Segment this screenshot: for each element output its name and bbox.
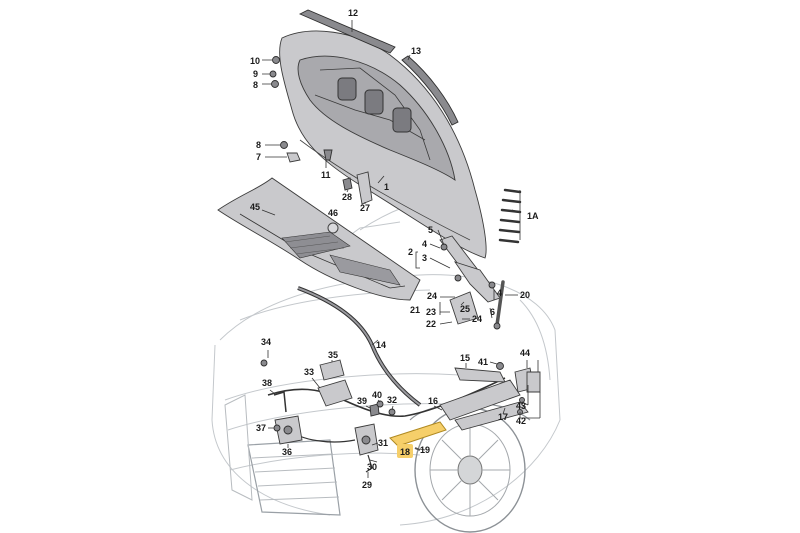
label-44: 44 (520, 348, 530, 358)
screw-40 (376, 400, 384, 408)
label-4a: 4 (422, 239, 427, 249)
label-14: 14 (376, 340, 386, 350)
fasteners-left-column (269, 56, 333, 163)
label-18-highlight (397, 444, 413, 458)
label-31: 31 (378, 438, 388, 448)
label-37: 37 (256, 423, 266, 433)
label-15: 15 (460, 353, 470, 363)
label-10: 10 (250, 56, 260, 66)
label-9: 9 (253, 69, 258, 79)
label-4b: 4 (497, 288, 502, 298)
seal-strip-13 (401, 55, 459, 126)
seal-strip-12 (298, 9, 396, 54)
label-38: 38 (262, 378, 272, 388)
label-42: 42 (516, 416, 526, 426)
clip-28 (342, 177, 353, 191)
hood-lock-36 (260, 359, 303, 445)
label-39: 39 (357, 396, 367, 406)
label-2: 2 (408, 247, 413, 257)
gas-strut-20 (495, 280, 505, 327)
label-29: 29 (362, 480, 372, 490)
label-1A: 1A (527, 211, 539, 221)
grommet-46 (327, 222, 339, 234)
leader-lines (261, 20, 541, 478)
hinge-assembly (439, 235, 501, 325)
label-27: 27 (360, 203, 370, 213)
label-25: 25 (460, 304, 470, 314)
label-19: 19 (420, 445, 430, 455)
label-8b: 8 (256, 140, 261, 150)
bracket-35 (319, 359, 345, 381)
label-13: 13 (411, 46, 421, 56)
label-23: 23 (426, 307, 436, 317)
label-36: 36 (282, 447, 292, 457)
label-32: 32 (387, 395, 397, 405)
label-43: 43 (516, 401, 526, 411)
label-12: 12 (348, 8, 358, 18)
hood-panel (279, 30, 487, 259)
clip-39 (369, 403, 380, 417)
front-grille (224, 394, 341, 516)
label-17: 17 (498, 412, 508, 422)
label-41: 41 (478, 357, 488, 367)
plenum-panel-45 (217, 177, 421, 301)
label-16: 16 (428, 396, 438, 406)
label-35: 35 (328, 350, 338, 360)
label-18: 18 (400, 447, 410, 457)
label-45: 45 (250, 202, 260, 212)
seal-14 (297, 286, 422, 407)
label-5: 5 (428, 225, 433, 235)
right-side-trim (439, 362, 541, 431)
label-30: 30 (367, 462, 377, 472)
label-1: 1 (384, 182, 389, 192)
label-24a: 24 (427, 291, 437, 301)
label-28: 28 (342, 192, 352, 202)
label-3: 3 (422, 253, 427, 263)
label-6: 6 (490, 307, 495, 317)
label-46: 46 (328, 208, 338, 218)
label-40: 40 (372, 390, 382, 400)
label-33: 33 (304, 367, 314, 377)
label-21: 21 (410, 305, 420, 315)
label-22: 22 (426, 319, 436, 329)
hood-lock-29 (354, 423, 379, 473)
label-24b: 24 (472, 314, 482, 324)
highlighted-part-18 (389, 421, 447, 447)
emblem-1a (498, 188, 522, 244)
part-labels: 12 13 10 9 8 8 7 11 1 28 27 46 45 1A 5 2… (250, 8, 539, 490)
bracket-27 (356, 171, 373, 205)
label-34: 34 (261, 337, 271, 347)
label-8a: 8 (253, 80, 258, 90)
label-20: 20 (520, 290, 530, 300)
label-7: 7 (256, 152, 261, 162)
label-11: 11 (321, 170, 331, 180)
release-handle (317, 379, 353, 407)
